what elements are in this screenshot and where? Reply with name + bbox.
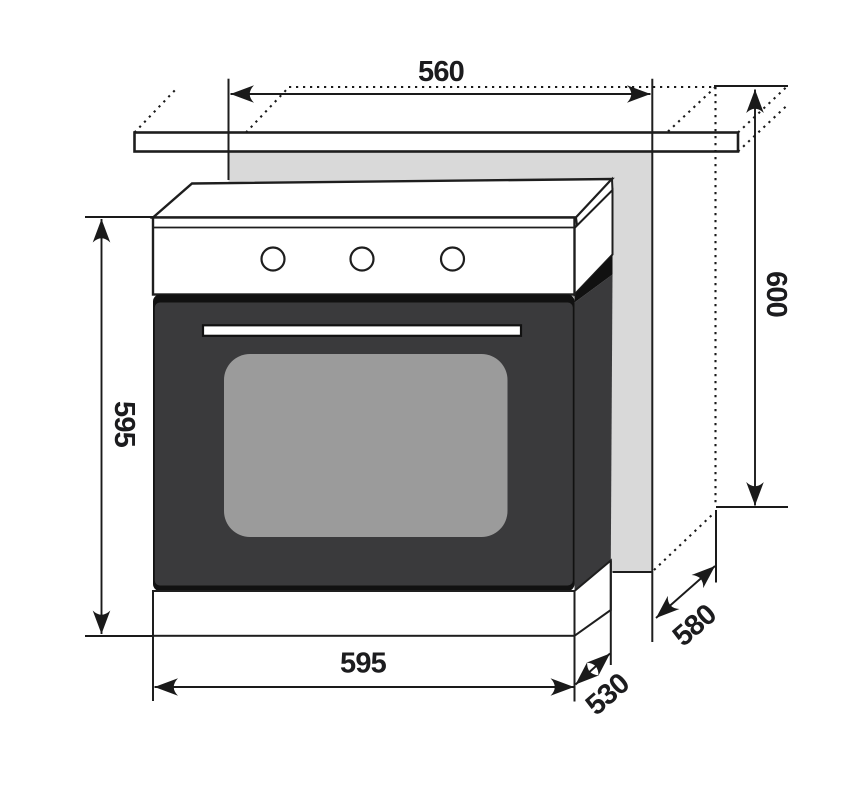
svg-text:600: 600 — [760, 271, 792, 317]
svg-text:560: 560 — [418, 56, 464, 88]
svg-text:595: 595 — [340, 648, 387, 680]
svg-text:595: 595 — [108, 401, 140, 448]
